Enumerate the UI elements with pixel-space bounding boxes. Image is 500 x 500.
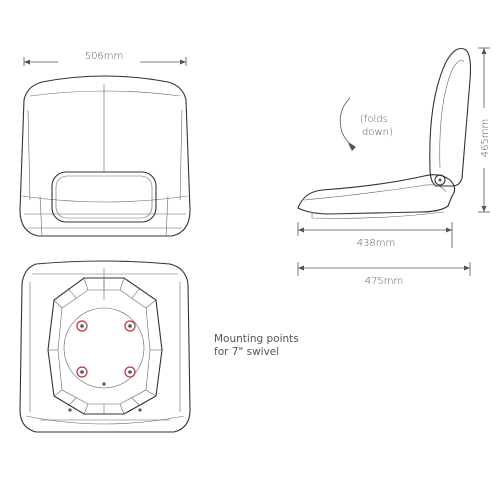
backrest-outline [429,47,472,187]
mount-points [76,320,136,378]
mount-point-icon [76,320,88,332]
curved-arrow-icon [339,97,355,147]
total-depth-label: 475mm [365,276,404,287]
seat-cushion-outline [297,174,456,215]
width-label: 506mm [85,51,124,62]
mount-note-line1: Mounting points [214,333,299,345]
height-dimension: 465mm [478,47,491,213]
front-view: 506mm [19,51,191,237]
swivel-frame [47,277,163,415]
mount-point-icon [76,366,88,378]
underside-view [19,260,191,433]
mount-point-icon [124,366,136,378]
seat-shell-outline [19,75,191,237]
seat-depth-label: 438mm [357,238,396,249]
seat-depth-dimension: 438mm [297,222,453,249]
width-dimension: 506mm [23,51,187,66]
mount-note-line2: for 7" swivel [214,346,279,358]
side-view: (folds down) 465mm 438mm [297,47,491,287]
hinge-icon [434,174,446,186]
mount-point-icon [124,320,136,332]
total-depth-dimension: 475mm [297,262,471,287]
underside-outline [19,260,191,433]
handle-cutout [51,171,157,223]
fold-note-line2: down) [362,127,393,138]
fold-note-line1: (folds [360,114,388,125]
height-label: 465mm [480,119,491,158]
